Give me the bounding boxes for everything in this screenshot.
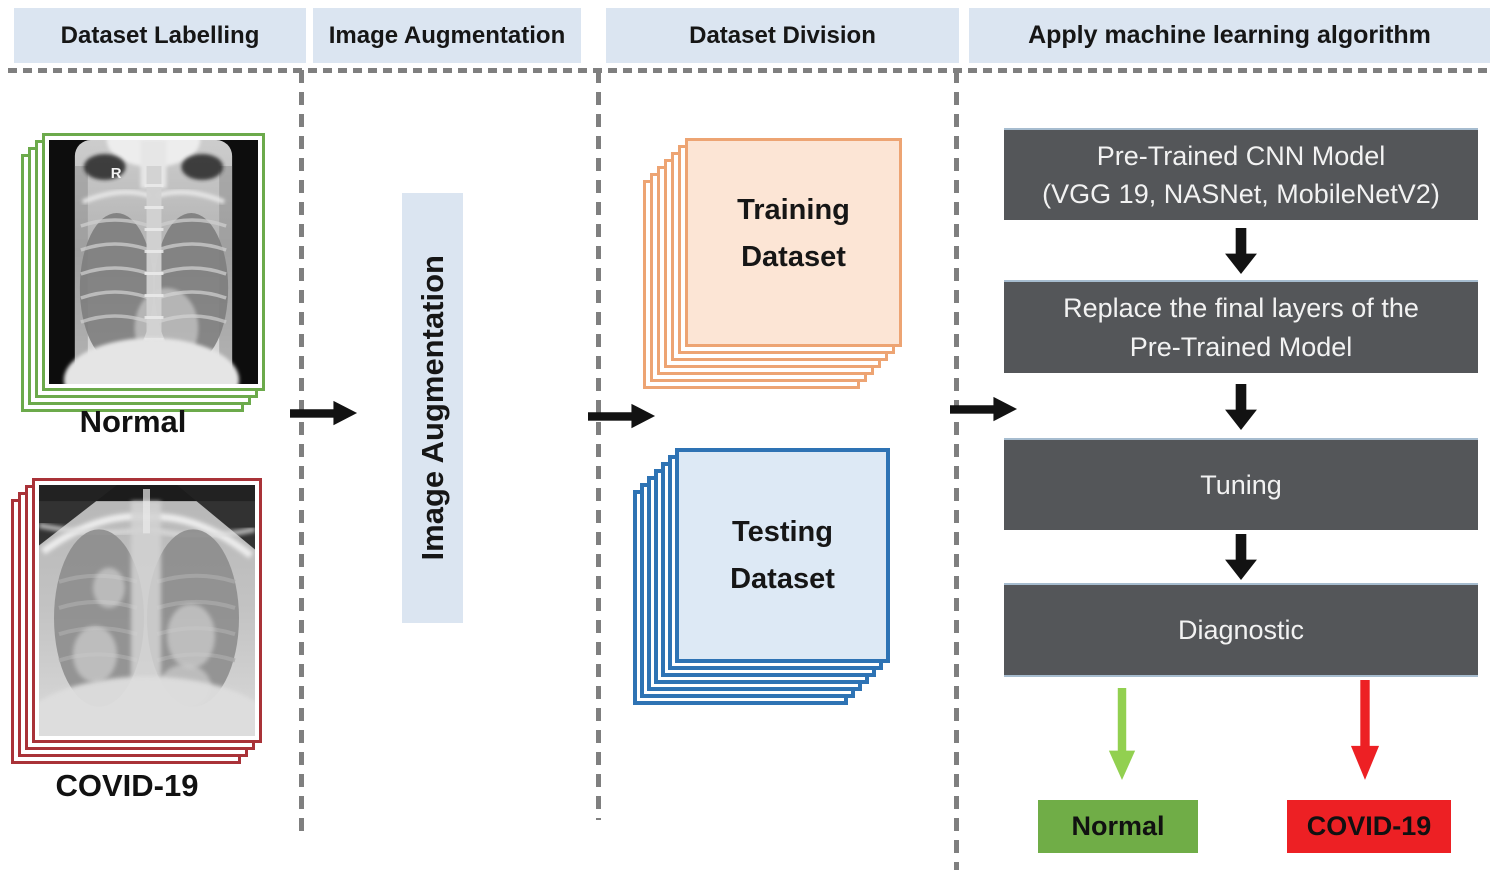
normal-stack-label: Normal [79, 404, 187, 439]
step-line: Pre-Trained Model [1129, 331, 1353, 362]
arrow-right-icon [290, 398, 358, 428]
output-box-normal: Normal [1038, 800, 1198, 853]
step-replace-final-layers: Replace the final layers of the Pre-Trai… [1004, 280, 1478, 373]
header-dataset-labelling: Dataset Labelling [14, 8, 306, 63]
training-dataset-line2: Dataset [741, 240, 846, 273]
vertical-dashed-divider-3 [954, 70, 959, 870]
arrow-right-icon [950, 394, 1018, 424]
header-apply-ml-algorithm: Apply machine learning algorithm [969, 8, 1490, 63]
header-image-augmentation: Image Augmentation [313, 8, 581, 63]
output-box-covid: COVID-19 [1287, 800, 1451, 853]
step-line: Pre-Trained CNN Model [1096, 140, 1386, 171]
horizontal-dashed-divider [8, 68, 1490, 73]
covid-output-arrow-icon [1350, 680, 1380, 782]
normal-xray-image: R [42, 133, 265, 391]
step-line: (VGG 19, NASNet, MobileNetV2) [1042, 179, 1440, 209]
step-line: Diagnostic [1177, 614, 1305, 645]
testing-dataset-line2: Dataset [730, 562, 835, 595]
arrow-down-icon [1224, 384, 1258, 430]
image-augmentation-box-label: Image Augmentation [414, 255, 450, 561]
covid-xray-image [32, 478, 262, 743]
normal-output-arrow-icon [1107, 688, 1137, 782]
step-tuning: Tuning [1004, 438, 1478, 530]
testing-dataset-card: Testing Dataset [675, 448, 890, 663]
arrow-down-icon [1224, 534, 1258, 580]
vertical-dashed-divider-1 [299, 70, 304, 838]
covid-stack-label: COVID-19 [55, 768, 199, 803]
testing-dataset-line1: Testing [732, 516, 833, 549]
step-pretrained-cnn-model: Pre-Trained CNN Model (VGG 19, NASNet, M… [1004, 128, 1478, 220]
arrow-down-icon [1224, 228, 1258, 274]
image-augmentation-box: Image Augmentation [402, 193, 463, 623]
chest-xray-covid-graphic [39, 485, 255, 736]
step-line: Replace the final layers of the [1063, 293, 1419, 324]
training-dataset-card: Training Dataset [685, 138, 902, 347]
step-line: Tuning [1200, 469, 1282, 500]
header-dataset-division: Dataset Division [606, 8, 959, 63]
step-diagnostic: Diagnostic [1004, 583, 1478, 677]
training-dataset-line1: Training [737, 194, 850, 227]
vertical-dashed-divider-2 [596, 70, 601, 820]
chest-xray-normal-graphic: R [49, 140, 258, 384]
xray-r-marker: R [111, 165, 122, 182]
arrow-right-icon [588, 401, 656, 431]
